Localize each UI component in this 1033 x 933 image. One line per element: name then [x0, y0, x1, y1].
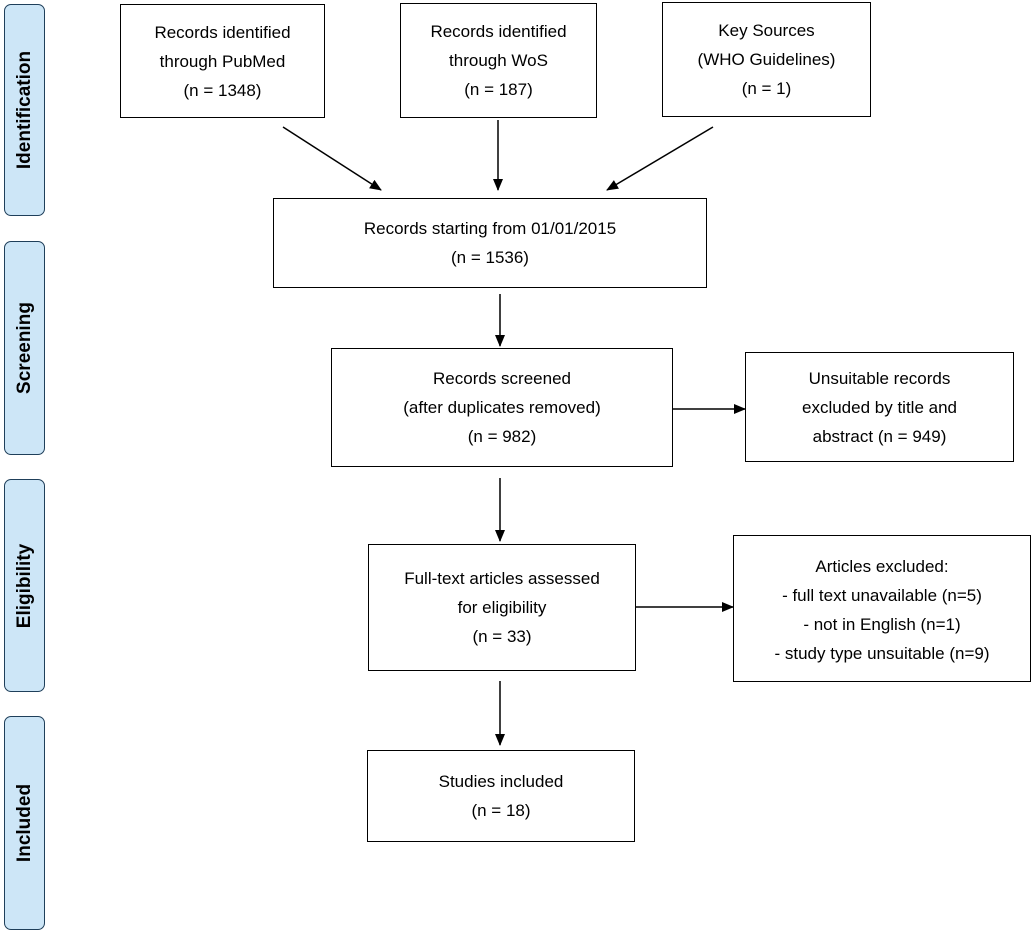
box-text: through WoS: [449, 51, 548, 70]
box-count: (n = 1348): [183, 80, 262, 100]
stage-included: Included: [4, 716, 45, 930]
box-pubmed-records: Records identified through PubMed (n = 1…: [120, 4, 325, 118]
box-text: excluded by title and: [802, 397, 957, 417]
box-text: Articles excluded:: [815, 556, 949, 576]
stage-label-identification: Identification: [13, 50, 35, 170]
box-studies-included: Studies included (n = 18): [367, 750, 635, 842]
box-text: for eligibility: [457, 598, 547, 617]
box-text: Unsuitable records: [808, 368, 951, 388]
box-text: (WHO Guidelines): [697, 50, 836, 69]
box-records-starting: Records starting from 01/01/2015 (n = 15…: [273, 198, 707, 288]
box-count: (n = 33): [472, 627, 532, 646]
box-text: - full text unavailable (n=5): [782, 585, 982, 605]
box-text: Key Sources: [718, 21, 815, 40]
stage-label-eligibility: Eligibility: [13, 543, 35, 628]
box-text: Records screened: [433, 369, 571, 388]
box-full-text-assessed: Full-text articles assessed for eligibil…: [368, 544, 636, 671]
box-articles-excluded: Articles excluded: - full text unavailab…: [733, 535, 1031, 682]
box-text: Records identified: [430, 22, 567, 41]
box-text: Full-text articles assessed: [404, 569, 600, 588]
stage-label-screening: Screening: [13, 302, 35, 394]
box-records-screened: Records screened (after duplicates remov…: [331, 348, 673, 467]
box-text: through PubMed: [159, 51, 286, 71]
box-text: Records identified: [154, 22, 291, 42]
box-count: (n = 187): [464, 80, 533, 99]
box-count: (n = 1536): [451, 248, 529, 267]
box-text: - not in English (n=1): [803, 614, 961, 634]
box-text: Records starting from 01/01/2015: [363, 219, 617, 238]
box-text: Studies included: [438, 772, 564, 791]
box-unsuitable-records: Unsuitable records excluded by title and…: [745, 352, 1014, 462]
arrow-key-sources-to-records: [606, 126, 714, 191]
box-text: abstract (n = 949): [812, 426, 947, 446]
arrow-pubmed-to-records: [282, 126, 382, 191]
stage-label-included: Included: [13, 783, 35, 863]
box-count: (n = 982): [467, 427, 537, 446]
box-wos-records: Records identified through WoS (n = 187): [400, 3, 597, 118]
stage-eligibility: Eligibility: [4, 479, 45, 692]
stage-screening: Screening: [4, 241, 45, 455]
box-key-sources: Key Sources (WHO Guidelines) (n = 1): [662, 2, 871, 117]
box-count: (n = 1): [741, 79, 792, 98]
box-text: (after duplicates removed): [403, 398, 601, 417]
box-text: - study type unsuitable (n=9): [774, 643, 990, 663]
stage-identification: Identification: [4, 4, 45, 216]
box-count: (n = 18): [471, 801, 531, 820]
